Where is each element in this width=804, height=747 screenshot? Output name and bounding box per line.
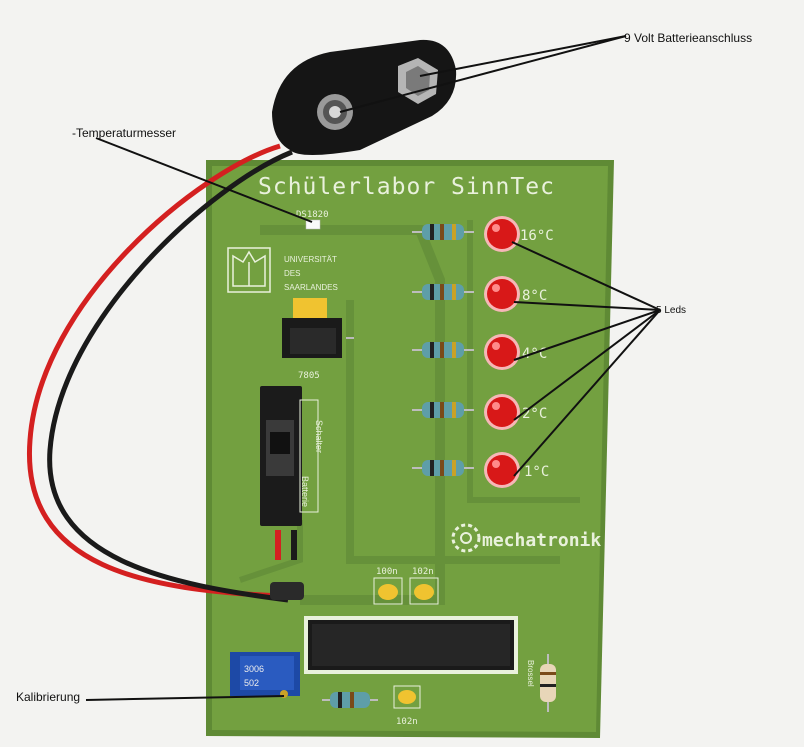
led-1c: 1°C <box>484 452 549 488</box>
switch-label: Schalter <box>314 420 324 453</box>
university-logo: UNIVERSITÄT DES SAARLANDES <box>227 247 338 293</box>
pot-code-2: 502 <box>244 678 259 688</box>
cap-label-1: 100n <box>376 567 398 577</box>
resistor <box>412 460 474 476</box>
speaker-resistor: Brossel <box>526 654 556 712</box>
led-4c: 4°C <box>484 334 547 370</box>
calibration-potentiometer: 3006 502 <box>230 652 300 698</box>
led-resistors <box>412 224 474 476</box>
led-column: 16°C 8°C 4°C 2°C 1°C <box>484 216 554 488</box>
resistor <box>412 402 474 418</box>
resistor <box>412 224 474 240</box>
led-8c: 8°C <box>484 276 547 312</box>
resistor <box>412 284 474 300</box>
capacitors-top: 100n 102n <box>373 567 439 605</box>
bottom-components: 102n <box>322 685 421 727</box>
battery-clip <box>272 39 457 155</box>
university-line-2: DES <box>284 269 300 278</box>
battery-wires <box>27 143 304 603</box>
temperature-sensor: DS1820 <box>296 210 329 230</box>
cap-label-bottom: 102n <box>396 717 418 727</box>
logo-text: mechatronik <box>482 530 601 551</box>
power-switch: Schalter Batterie <box>260 386 324 526</box>
voltage-regulator: 7805 <box>282 298 354 381</box>
sensor-code: DS1820 <box>296 210 329 220</box>
leds-label: 5 Leds <box>656 305 687 316</box>
calibration-label: Kalibrierung <box>16 690 81 704</box>
led-16c: 16°C <box>484 216 554 252</box>
speaker-label: Brossel <box>526 660 535 687</box>
led-label: 4°C <box>522 346 547 362</box>
cap-label-2: 102n <box>412 567 434 577</box>
led-label: 16°C <box>520 228 554 244</box>
annotation-lines <box>85 35 661 701</box>
microcontroller <box>304 616 518 674</box>
battery-connector-label: 9 Volt Batterieanschluss <box>624 31 753 45</box>
university-line-1: UNIVERSITÄT <box>284 255 337 264</box>
led-label: 1°C <box>524 464 549 480</box>
led-label: 2°C <box>522 406 547 422</box>
temperature-sensor-label: -Temperaturmesser <box>72 126 177 140</box>
battery-label: Batterie <box>300 476 310 507</box>
board-title: Schülerlabor SinnTec <box>258 174 555 200</box>
regulator-code: 7805 <box>298 371 320 381</box>
mechatronik-logo: mechatronik <box>451 523 601 553</box>
university-line-3: SAARLANDES <box>284 283 338 292</box>
pot-code: 3006 <box>244 664 264 674</box>
led-label: 8°C <box>522 288 547 304</box>
resistor <box>412 342 474 358</box>
